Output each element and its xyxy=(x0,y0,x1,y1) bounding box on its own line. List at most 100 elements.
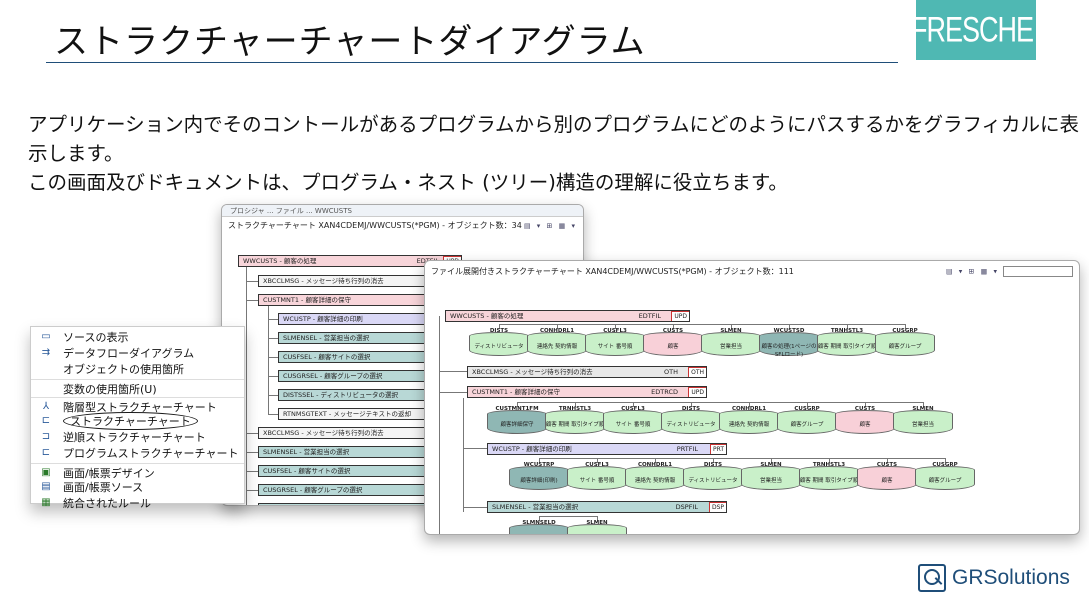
tree-connector xyxy=(268,338,278,339)
tree-connector xyxy=(597,458,598,463)
menu-item-variable-usage[interactable]: 変数の使用箇所(U) xyxy=(31,379,244,396)
tree-connector xyxy=(923,402,924,407)
window2-header: ファイル展開付きストラクチャーチャート XAN4CDEMJ/WWCUSTS(*P… xyxy=(425,261,1079,280)
tree-connector xyxy=(539,458,540,463)
tree-connector xyxy=(807,402,808,407)
hierarchy-icon: ⅄ xyxy=(42,400,50,412)
editor-tabs[interactable]: プロシジャ ... ファイル ... WWCUSTS xyxy=(222,205,583,217)
file-cylinder[interactable]: CONHDRL1 連絡先 契約情報 xyxy=(527,328,587,358)
file-cylinder[interactable]: WCUSTSD 顧客の処理(1ページのSFLロード) xyxy=(759,328,819,358)
menu-item-reverse-chart[interactable]: ⊐逆順ストラクチャーチャート xyxy=(31,429,244,445)
tree-connector xyxy=(789,324,790,329)
tree-connector xyxy=(439,371,467,372)
menu-item-source[interactable]: ▭ソースの表示 xyxy=(31,329,244,345)
file-desc: 営業担当 xyxy=(719,344,742,350)
node-label: SLMENSEL - 営業担当の選択 xyxy=(283,334,370,342)
tree-connector xyxy=(865,402,866,407)
menu-item-dataflow[interactable]: ⇉データフローダイアグラム xyxy=(31,345,244,361)
node-type: DSPFIL xyxy=(675,503,698,511)
file-name: WCUSTSD xyxy=(773,328,805,334)
window2-title: ファイル展開付きストラクチャーチャート XAN4CDEMJ/WWCUSTS(*P… xyxy=(431,267,794,276)
rules-icon: ▦ xyxy=(41,497,51,508)
file-name: CUSTMNT1FM xyxy=(495,406,539,412)
tree-connector xyxy=(847,324,848,329)
menu-item-program-chart[interactable]: ⊏プログラムストラクチャーチャート xyxy=(31,445,244,461)
file-desc: サイト 番号順 xyxy=(579,478,615,484)
cylinder-body xyxy=(875,336,935,356)
tree-connector xyxy=(268,306,269,414)
tree-node[interactable]: XBCCLMSG - メッセージ待ち行列の消去 xyxy=(258,275,428,287)
file-desc: 顧客 xyxy=(859,422,871,428)
file-desc: 顧客詳細保守 xyxy=(500,422,534,428)
menu-item-object-usage[interactable]: オブジェクトの使用箇所 xyxy=(63,363,184,376)
dataflow-icon: ⇉ xyxy=(41,347,51,358)
context-menu: ▭ソースの表示 ⇉データフローダイアグラム オブジェクトの使用箇所 変数の使用箇… xyxy=(30,326,245,510)
file-desc: 顧客 期間 取引タイプ順 xyxy=(545,422,605,428)
file-desc: 顧客 xyxy=(881,478,893,484)
tree-node[interactable]: CUSGRSEL - 顧客グループの選択 xyxy=(278,370,443,382)
menu-item-hierarchy-chart[interactable]: ⅄階層型ストラクチャーチャート xyxy=(31,397,244,414)
tree-connector xyxy=(655,458,656,463)
tree-node[interactable]: DISTSSEL - ディストリビュータの選択 xyxy=(278,389,443,401)
tree-node[interactable]: CUSTMNT1 - 顧客詳細の保守 xyxy=(258,294,428,306)
file-desc: 連絡先 契約情報 xyxy=(536,344,578,350)
file-desc: 顧客グループ xyxy=(928,478,962,484)
menu-item-rules[interactable]: ▦統合されたルール xyxy=(31,495,244,511)
tree-node[interactable]: WCUSTP - 顧客詳細の印刷 xyxy=(278,313,443,325)
menu-item-structure-chart[interactable]: ⊏ストラクチャーチャート xyxy=(31,412,244,430)
tree-connector xyxy=(713,458,714,463)
file-desc: 顧客の処理(1ページのSFLロード) xyxy=(761,344,817,358)
file-cylinder[interactable]: CUSTMNT1FM 顧客詳細保守 xyxy=(487,406,547,436)
file-desc: サイト 番号順 xyxy=(615,422,651,428)
tree-connector xyxy=(463,448,487,449)
tree-connector xyxy=(246,433,258,434)
node-label: CUSGRSEL - 顧客グループの選択 xyxy=(263,486,363,494)
tree-node[interactable]: SLMENSEL - 営業担当の選択 xyxy=(278,332,443,344)
toolbar-icons[interactable]: ▤ ▾ ⊞ ▦ ▾ xyxy=(523,221,577,230)
node-label: XBCCLMSG - メッセージ待ち行列の消去 xyxy=(263,429,384,437)
window1-title: ストラクチャーチャート XAN4CDEMJ/WWCUSTS(*PGM) - オブ… xyxy=(228,221,522,230)
file-name: CONHDRL1 xyxy=(539,328,575,334)
tree-connector xyxy=(268,395,278,396)
tree-connector xyxy=(945,458,946,463)
tree-connector xyxy=(246,281,258,282)
node-label: DISTSSEL - ディストリビュータの選択 xyxy=(263,505,378,506)
menu-item-screen-design[interactable]: ▣画面/帳票デザイン xyxy=(31,463,244,480)
toolbar-icons-2[interactable]: ▤ ▾ ⊞ ▦ ▾ xyxy=(946,266,1073,277)
tree-connector xyxy=(439,316,440,534)
filter-input[interactable] xyxy=(1003,266,1073,277)
tree-connector xyxy=(517,402,923,403)
slide-description: アプリケーション内でそのコントールがあるプログラムから別のプログラムにどのように… xyxy=(28,110,1089,197)
file-cylinder[interactable]: SLMNSELD営業担当選択 xyxy=(509,520,569,534)
tree-node[interactable]: CUSFSEL - 顧客サイトの選択 xyxy=(278,351,443,363)
menu-item-screen-source[interactable]: ▤画面/帳票ソース xyxy=(31,479,244,495)
tree-node[interactable]: RTNMSGTEXT - メッセージテキストの返却 xyxy=(278,408,443,420)
